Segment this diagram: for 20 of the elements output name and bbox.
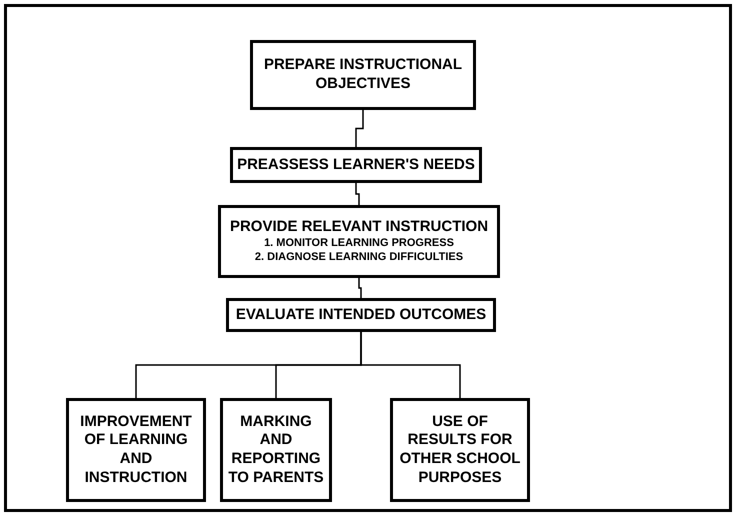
process-box bbox=[218, 205, 500, 278]
connector-line bbox=[358, 278, 362, 298]
box-heading: PROVIDE RELEVANT INSTRUCTION bbox=[230, 218, 488, 238]
box-subitem: 2. DIAGNOSE LEARNING DIFFICULTIES bbox=[254, 250, 464, 265]
process-box bbox=[230, 147, 482, 183]
process-box bbox=[250, 40, 476, 110]
connector-line bbox=[360, 332, 461, 398]
box-heading: PREASSESS LEARNER'S NEEDS bbox=[237, 156, 475, 174]
box-heading: PREPARE INSTRUCTIONAL OBJECTIVES bbox=[262, 56, 464, 94]
connector-line bbox=[355, 110, 364, 147]
box-heading: IMPROVEMENT OF LEARNING AND INSTRUCTION bbox=[79, 412, 193, 488]
process-box bbox=[66, 398, 206, 502]
process-box bbox=[390, 398, 530, 502]
connector-line bbox=[355, 183, 360, 205]
box-heading: EVALUATE INTENDED OUTCOMES bbox=[236, 306, 486, 324]
box-heading: MARKING AND REPORTING TO PARENTS bbox=[227, 412, 325, 488]
box-subitem: 1. MONITOR LEARNING PROGRESS bbox=[264, 237, 454, 251]
process-box bbox=[226, 298, 496, 332]
process-box bbox=[220, 398, 332, 502]
box-heading: USE OF RESULTS FOR OTHER SCHOOL PURPOSES bbox=[398, 412, 522, 488]
